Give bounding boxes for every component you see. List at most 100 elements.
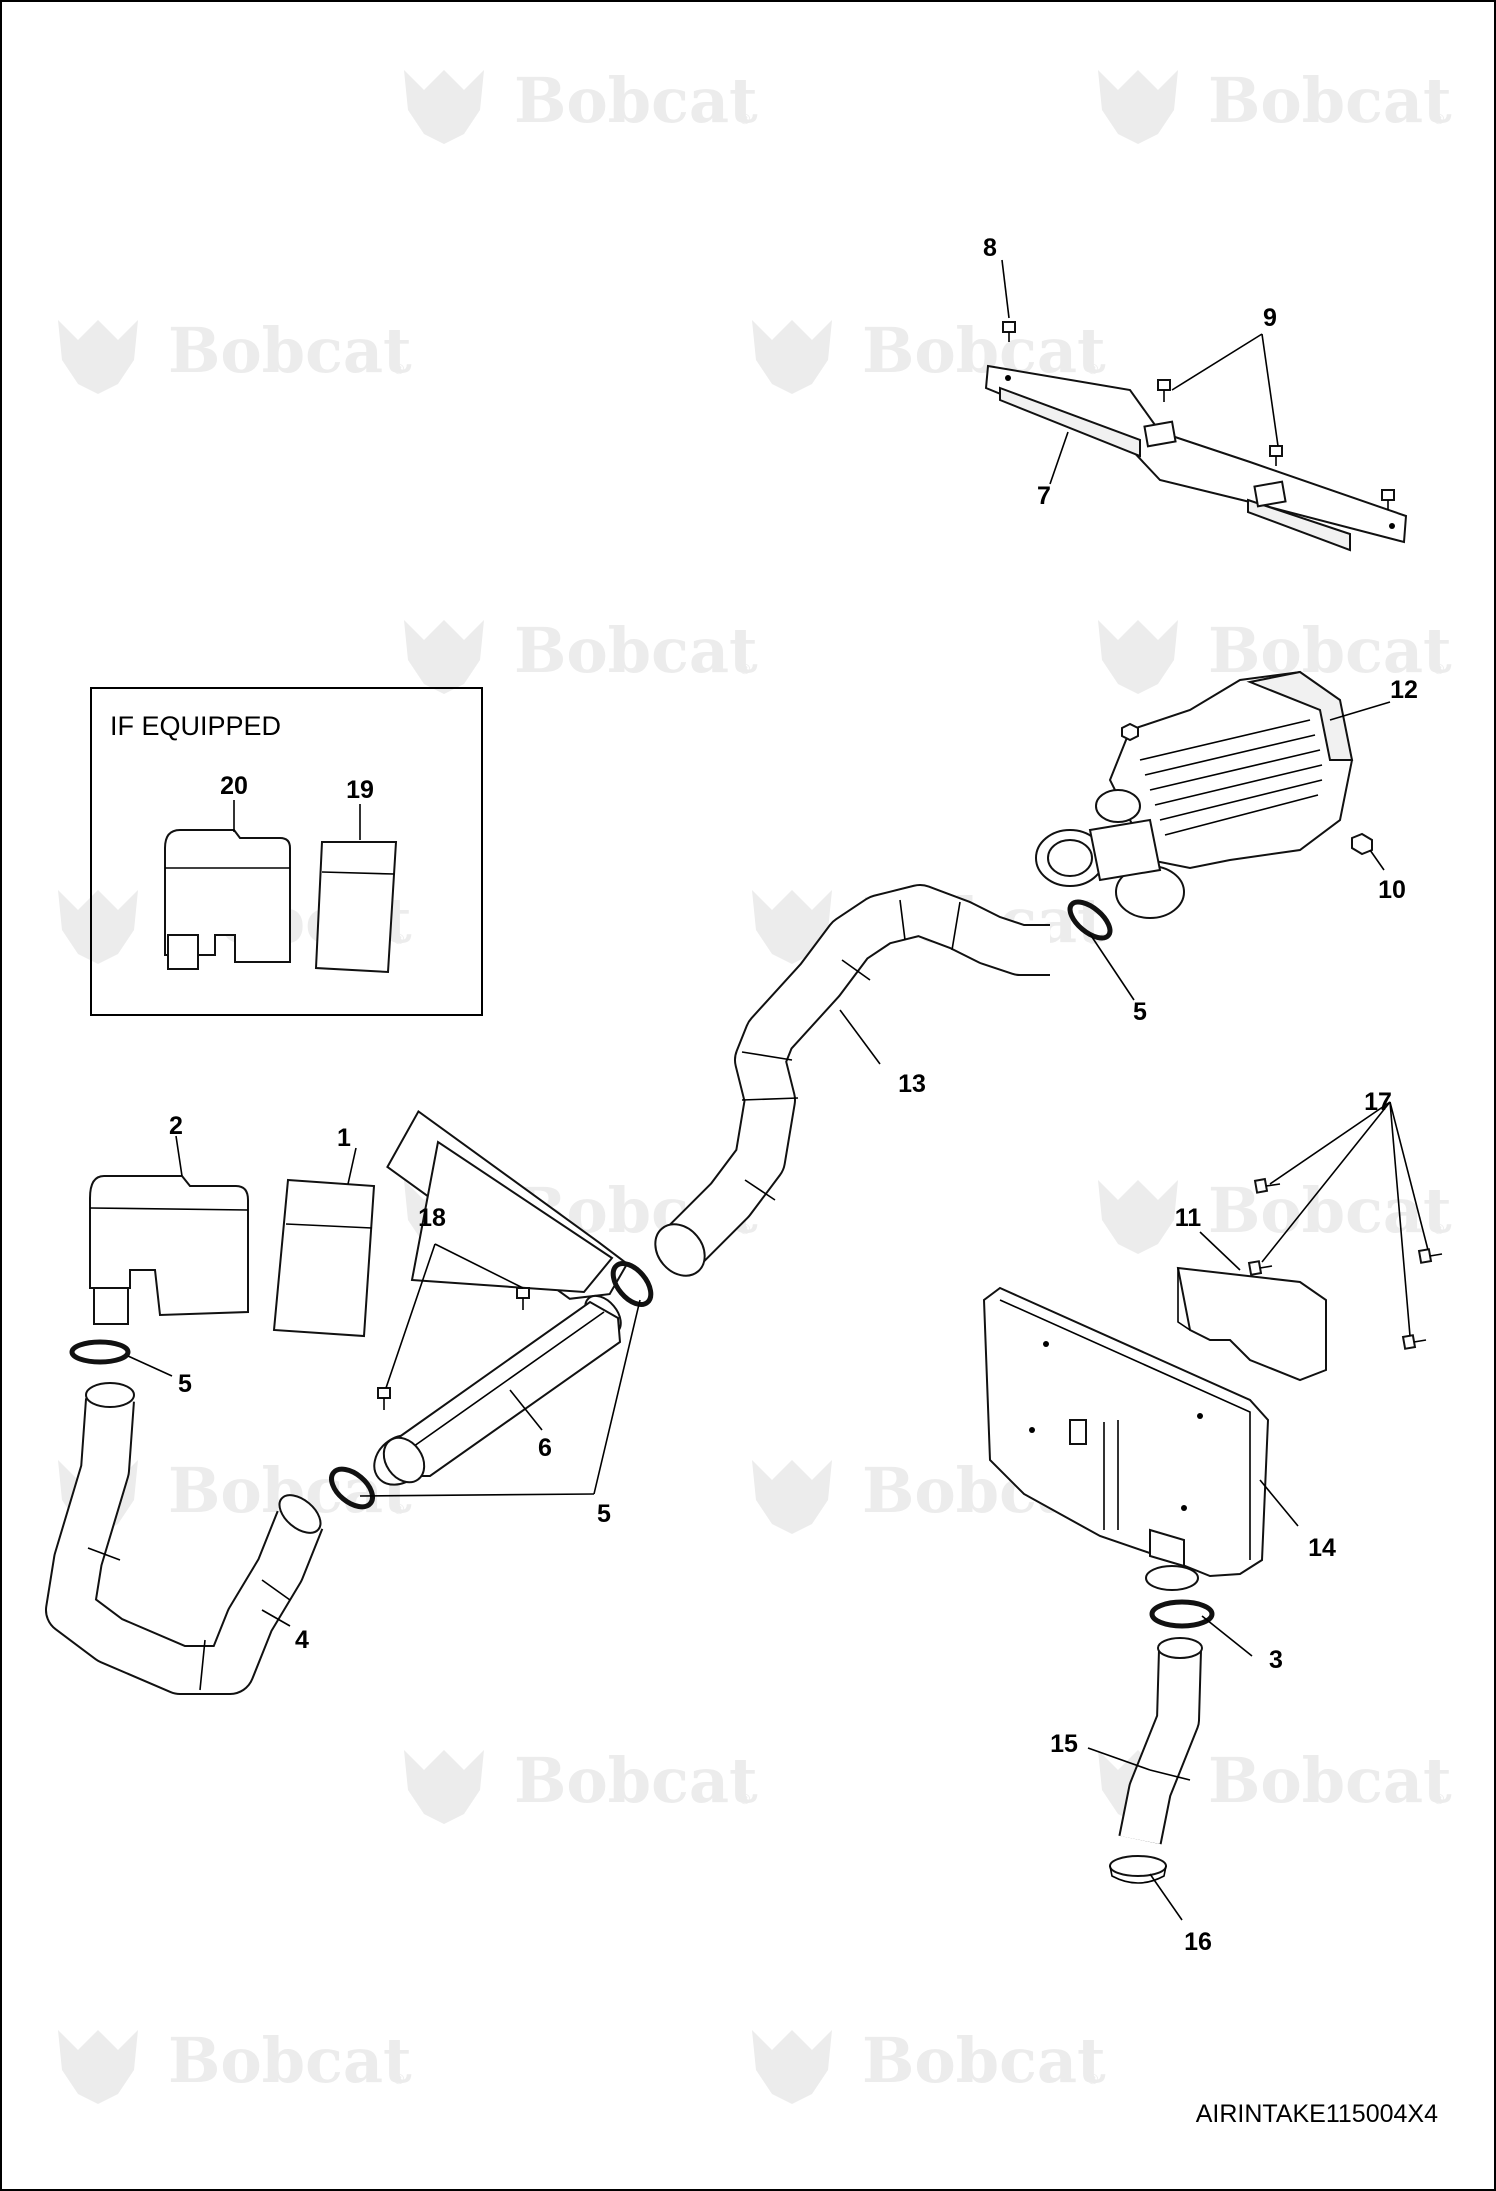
- part-17-screw-a: [1253, 1177, 1281, 1194]
- bobcat-logo-icon: [1098, 620, 1178, 694]
- part-11-seal: [1176, 1266, 1327, 1382]
- bobcat-watermark: Bobcat®: [58, 314, 412, 394]
- bobcat-watermark: Bobcat®: [1098, 1744, 1452, 1824]
- bobcat-watermark: Bobcat®: [404, 64, 758, 144]
- callout-12: 12: [1390, 676, 1418, 704]
- bobcat-logo-icon: [58, 320, 138, 394]
- bobcat-logo-icon: [752, 1460, 832, 1534]
- part-2-precleaner-cover: [89, 1175, 249, 1325]
- bobcat-logo-icon: [752, 890, 832, 964]
- callout-5-a: 5: [178, 1370, 192, 1398]
- callout-5-b: 5: [597, 1500, 611, 1528]
- watermark-registered-mark: ®: [738, 1222, 752, 1238]
- callout-labels: 1 2 3 4 5 5 5 5 6 7 8 9 10 11 12 13 14 1…: [169, 234, 1418, 1956]
- part-18-screw-b: [377, 1387, 391, 1410]
- part-1-filter-element: [272, 1178, 376, 1338]
- watermark-text: Bobcat: [1208, 1174, 1452, 1247]
- watermark-registered-mark: ®: [392, 1502, 406, 1518]
- callout-8: 8: [983, 234, 997, 262]
- bobcat-logo-icon: [404, 620, 484, 694]
- part-5-clamp-d: [1067, 899, 1113, 941]
- inset-label: IF EQUIPPED: [110, 711, 281, 741]
- part-7-mounting-bracket: [984, 364, 1408, 552]
- callout-3: 3: [1269, 1646, 1283, 1674]
- part-12-air-cleaner: [1035, 670, 1354, 919]
- watermark-registered-mark: ®: [392, 2072, 406, 2088]
- callout-11: 11: [1175, 1204, 1202, 1232]
- callout-5-c: 5: [1133, 998, 1147, 1026]
- watermark-registered-mark: ®: [1432, 1222, 1446, 1238]
- part-8-screw: [1002, 321, 1016, 342]
- part-13-intake-hose: [654, 884, 1050, 1277]
- watermark-registered-mark: ®: [392, 932, 406, 948]
- part-10-nut: [1351, 832, 1373, 856]
- callout-15: 15: [1050, 1730, 1078, 1758]
- callout-13: 13: [898, 1070, 926, 1098]
- if-equipped-inset: IF EQUIPPED: [90, 687, 483, 1016]
- callout-10: 10: [1378, 876, 1406, 904]
- watermark-registered-mark: ®: [1432, 1792, 1446, 1808]
- callout-1: 1: [337, 1124, 351, 1152]
- part-4-hose: [45, 1382, 324, 1695]
- bobcat-logo-icon: [58, 890, 138, 964]
- watermark-registered-mark: ®: [1086, 362, 1100, 378]
- watermark-registered-mark: ®: [738, 662, 752, 678]
- callout-18: 18: [418, 1204, 446, 1232]
- watermark-text: Bobcat: [1208, 614, 1452, 687]
- part-14-filter-housing: [982, 1286, 1270, 1591]
- callout-4: 4: [295, 1626, 309, 1654]
- bobcat-logo-icon: [1098, 1180, 1178, 1254]
- watermark-text: Bobcat: [1208, 1744, 1452, 1817]
- bobcat-logo-icon: [58, 2030, 138, 2104]
- callout-17: 17: [1364, 1088, 1392, 1116]
- watermark-text: Bobcat: [514, 1744, 758, 1817]
- part-5-clamp-b: [329, 1466, 375, 1510]
- part-15-hose: [1118, 1637, 1203, 1845]
- bobcat-watermark: Bobcat®: [752, 2024, 1106, 2104]
- callout-16: 16: [1184, 1928, 1212, 1956]
- drawing-code: AIRINTAKE115004X4: [1196, 2100, 1438, 2128]
- screw-right: [1381, 489, 1395, 510]
- watermark-text: Bobcat: [168, 2024, 412, 2097]
- nut-upper: [1121, 722, 1139, 742]
- watermark-text: Bobcat: [862, 2024, 1106, 2097]
- bobcat-watermark: Bobcat®: [58, 2024, 412, 2104]
- leader-lines: [127, 259, 1429, 1921]
- bobcat-logo-icon: [752, 2030, 832, 2104]
- watermark-text: Bobcat: [1208, 64, 1452, 137]
- callout-6: 6: [538, 1434, 552, 1462]
- watermark-text: Bobcat: [514, 614, 758, 687]
- watermark-registered-mark: ®: [392, 362, 406, 378]
- bobcat-logo-icon: [404, 70, 484, 144]
- watermark-registered-mark: ®: [1432, 112, 1446, 128]
- bobcat-watermark: Bobcat®: [404, 1744, 758, 1824]
- part-19-filter-element: [314, 841, 398, 974]
- part-20-precleaner-cover: [164, 829, 291, 970]
- inset-frame: [90, 687, 483, 1016]
- bobcat-logo-icon: [1098, 70, 1178, 144]
- watermark-text: Bobcat: [862, 314, 1106, 387]
- callout-19: 19: [346, 776, 374, 804]
- callout-9: 9: [1263, 304, 1277, 332]
- callout-20: 20: [220, 772, 248, 800]
- bobcat-watermark: Bobcat®: [752, 314, 1106, 394]
- part-5-clamp-a: [69, 1339, 131, 1365]
- watermark-text: Bobcat: [514, 64, 758, 137]
- callout-2: 2: [169, 1112, 183, 1140]
- part-9-screw-a: [1157, 379, 1171, 402]
- bobcat-watermark: Bobcat®: [1098, 614, 1452, 694]
- bobcat-watermark: Bobcat®: [404, 614, 758, 694]
- part-17-screw-c: [1417, 1248, 1443, 1264]
- part-3-clamp: [1149, 1599, 1215, 1629]
- callout-7: 7: [1037, 482, 1051, 510]
- bobcat-watermark: Bobcat®: [1098, 64, 1452, 144]
- part-18-screw-a: [516, 1287, 530, 1310]
- bobcat-logo-icon: [752, 320, 832, 394]
- part-6-silencer-body: [382, 1300, 622, 1484]
- watermark-registered-mark: ®: [1432, 662, 1446, 678]
- part-17-screw-d: [1401, 1334, 1427, 1350]
- bobcat-logo-icon: [404, 1750, 484, 1824]
